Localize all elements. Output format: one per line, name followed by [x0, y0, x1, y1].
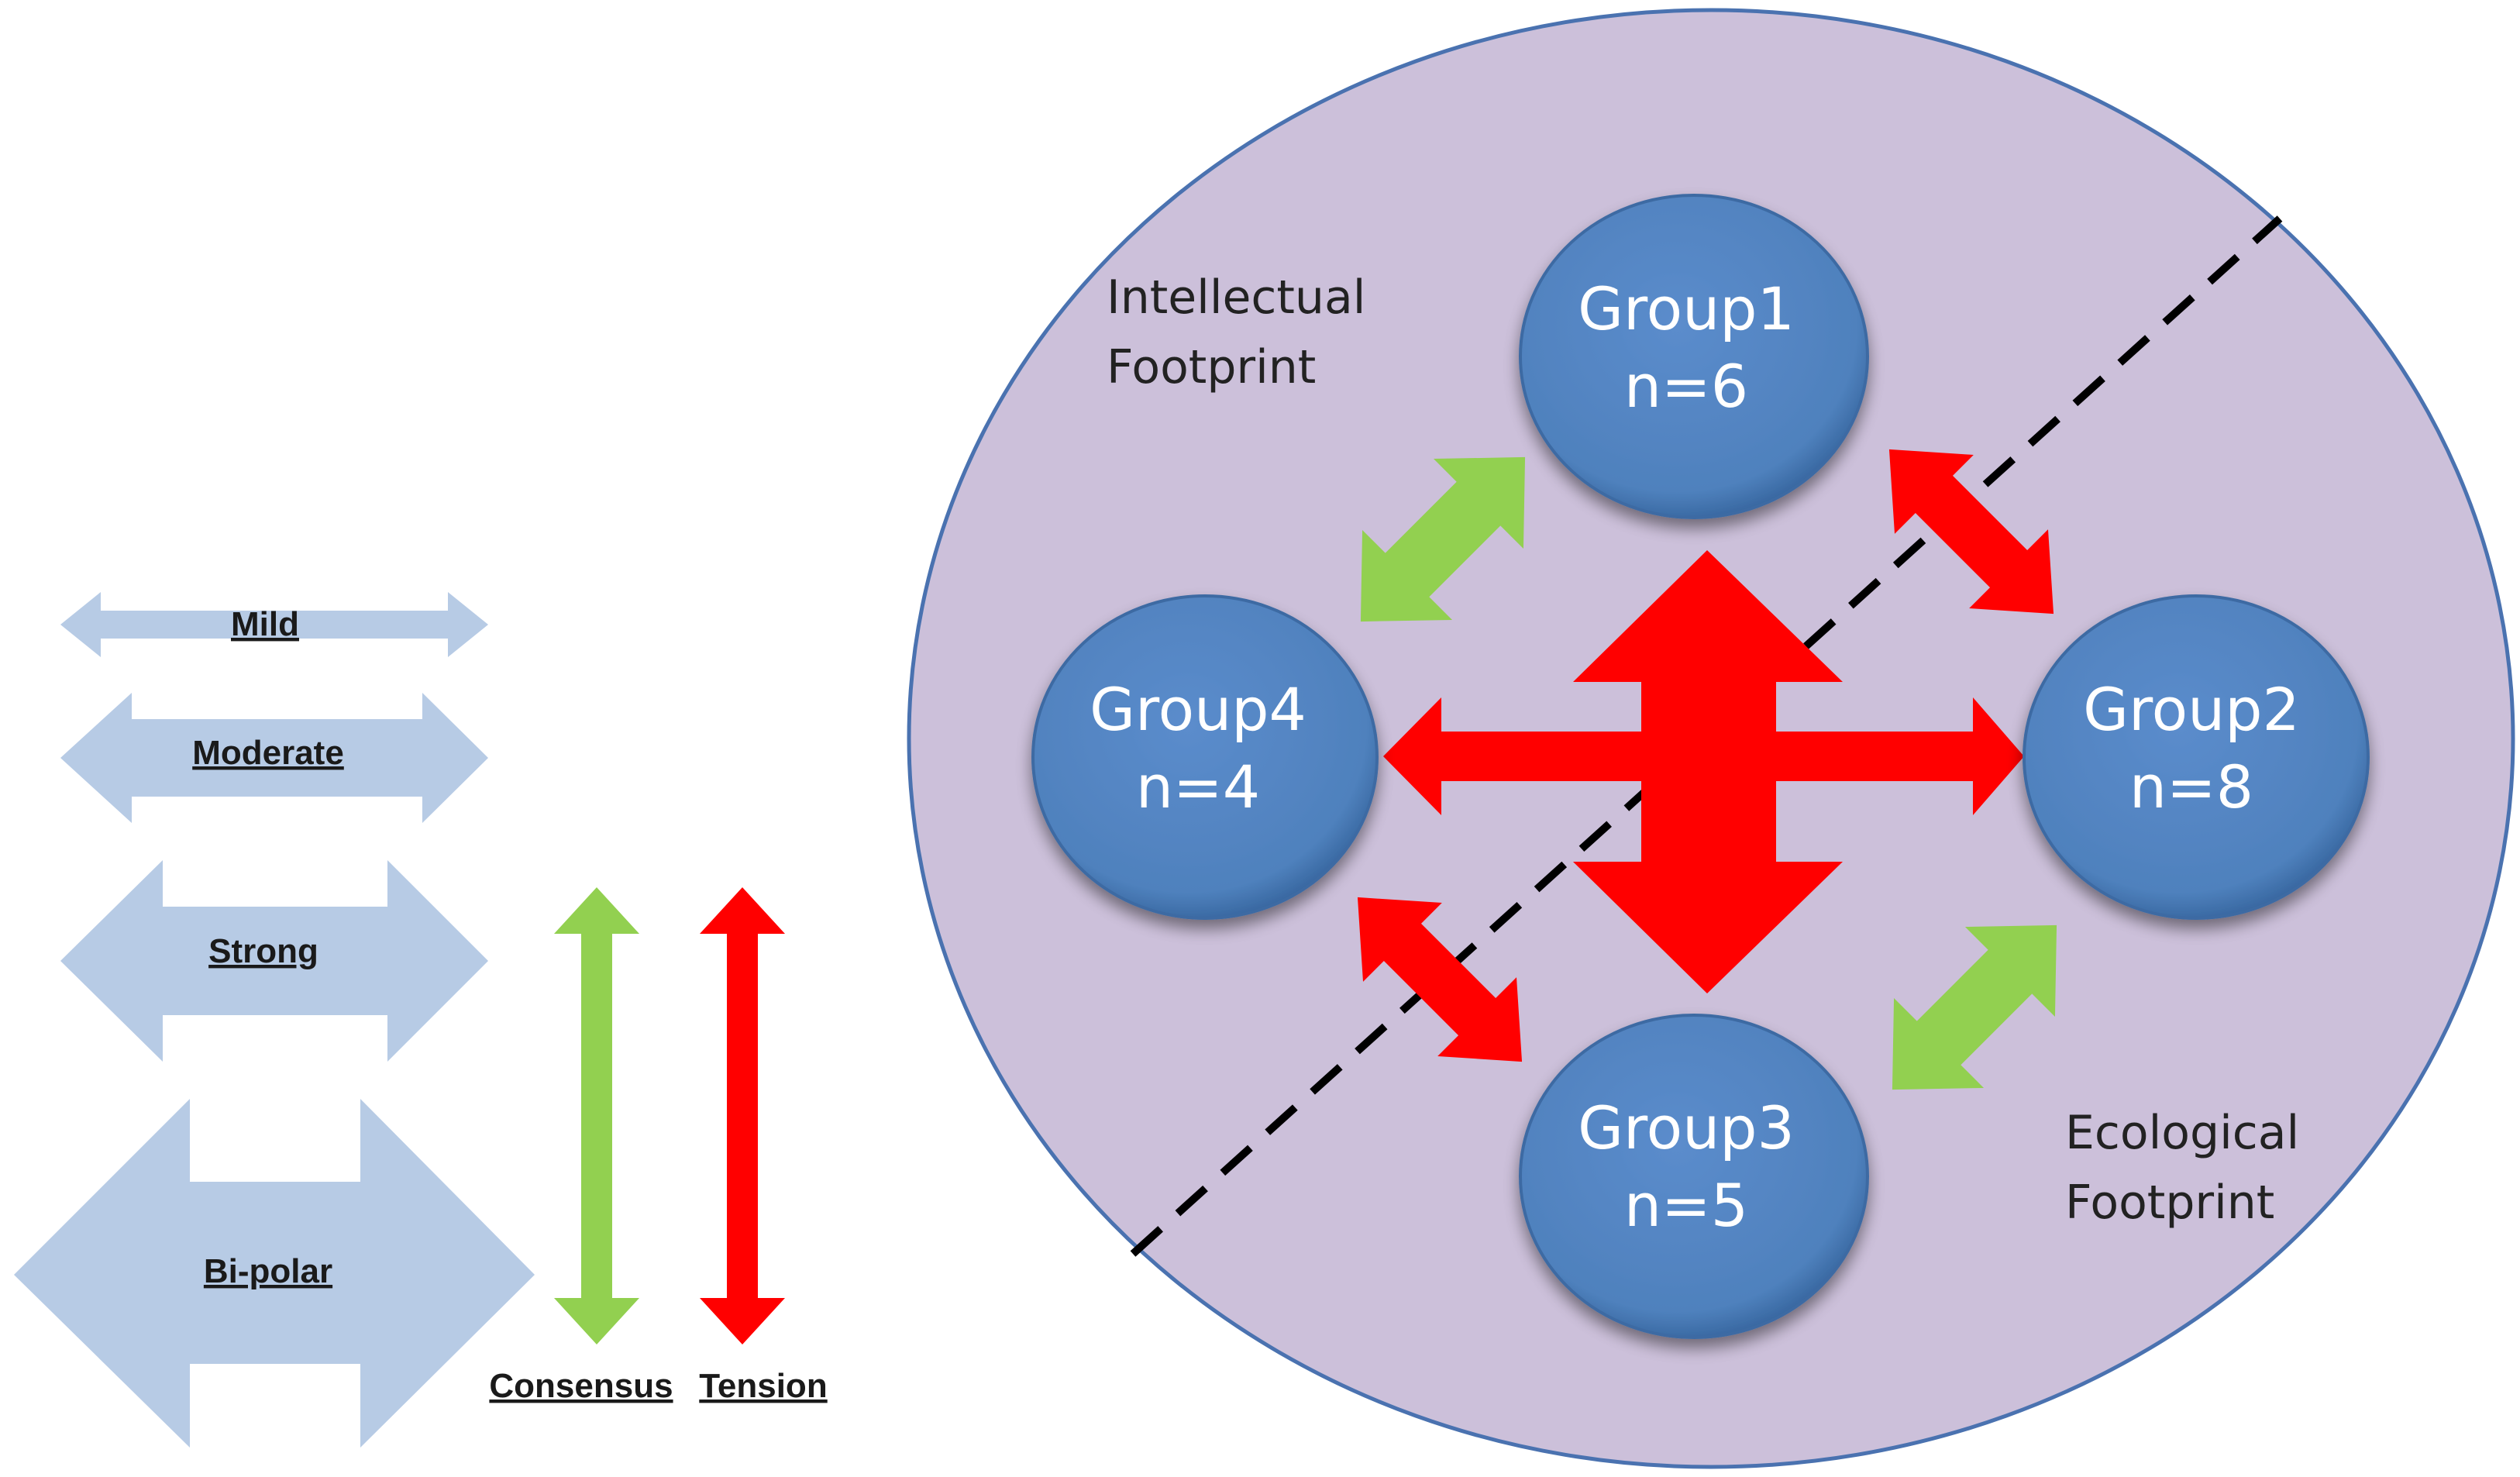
- legend-strong-label: Strong: [208, 932, 318, 970]
- group-node-4: Group4 n=4: [1031, 594, 1379, 920]
- consensus-arrow-group1-group4: [1360, 456, 1526, 622]
- ecological-footprint-label-line2: Footprint: [2065, 1176, 2274, 1230]
- legend-consensus-label: Consensus: [489, 1367, 673, 1405]
- legend-relation: Consensus Tension: [489, 887, 828, 1405]
- legend-mild-arrow: [60, 592, 488, 657]
- legend-mild-label: Mild: [231, 605, 299, 643]
- legend-tension-label: Tension: [699, 1367, 827, 1405]
- legend-moderate-label: Moderate: [192, 734, 344, 772]
- footprint-divider: [1130, 215, 2283, 1257]
- group-count: n=8: [2129, 752, 2253, 821]
- legend-bipolar-arrow: [14, 1099, 535, 1448]
- group-node-3: Group3 n=5: [1519, 1014, 1869, 1339]
- group-circle: [1519, 194, 1869, 519]
- legend-moderate-arrow: [60, 693, 488, 823]
- ecological-footprint-label: Ecological: [2065, 1106, 2299, 1160]
- intellectual-footprint-label: Intellectual: [1107, 270, 1365, 325]
- group-name: Group2: [2083, 675, 2300, 744]
- legend-tension-arrow: [700, 887, 785, 1344]
- group-circle: [1519, 1014, 1869, 1339]
- group-name: Group3: [1578, 1093, 1795, 1162]
- group-node-2: Group2 n=8: [2023, 594, 2370, 920]
- tension-arrow-group1-group2: [1888, 449, 2054, 615]
- group-count: n=4: [1136, 752, 1260, 821]
- group-name: Group1: [1578, 274, 1795, 343]
- group-count: n=5: [1624, 1171, 1748, 1240]
- group-circle: [1031, 594, 1379, 920]
- consensus-arrow-group2-group3: [1892, 924, 2057, 1090]
- relation-arrows: [1357, 449, 2057, 1090]
- tension-arrow-group4-group2: [1383, 697, 2024, 815]
- tension-arrow-group3-group4: [1357, 897, 1523, 1062]
- legend-bipolar-label: Bi-polar: [204, 1252, 332, 1290]
- group-node-1: Group1 n=6: [1519, 194, 1869, 519]
- legend-consensus-arrow: [554, 887, 639, 1344]
- legend-strong-arrow: [60, 860, 488, 1062]
- group-name: Group4: [1090, 675, 1306, 744]
- intellectual-footprint-label-line2: Footprint: [1107, 340, 1316, 394]
- legend-strength: Mild Moderate Strong Bi-polar: [14, 592, 535, 1448]
- group-count: n=6: [1624, 352, 1748, 421]
- group-circle: [2023, 594, 2370, 920]
